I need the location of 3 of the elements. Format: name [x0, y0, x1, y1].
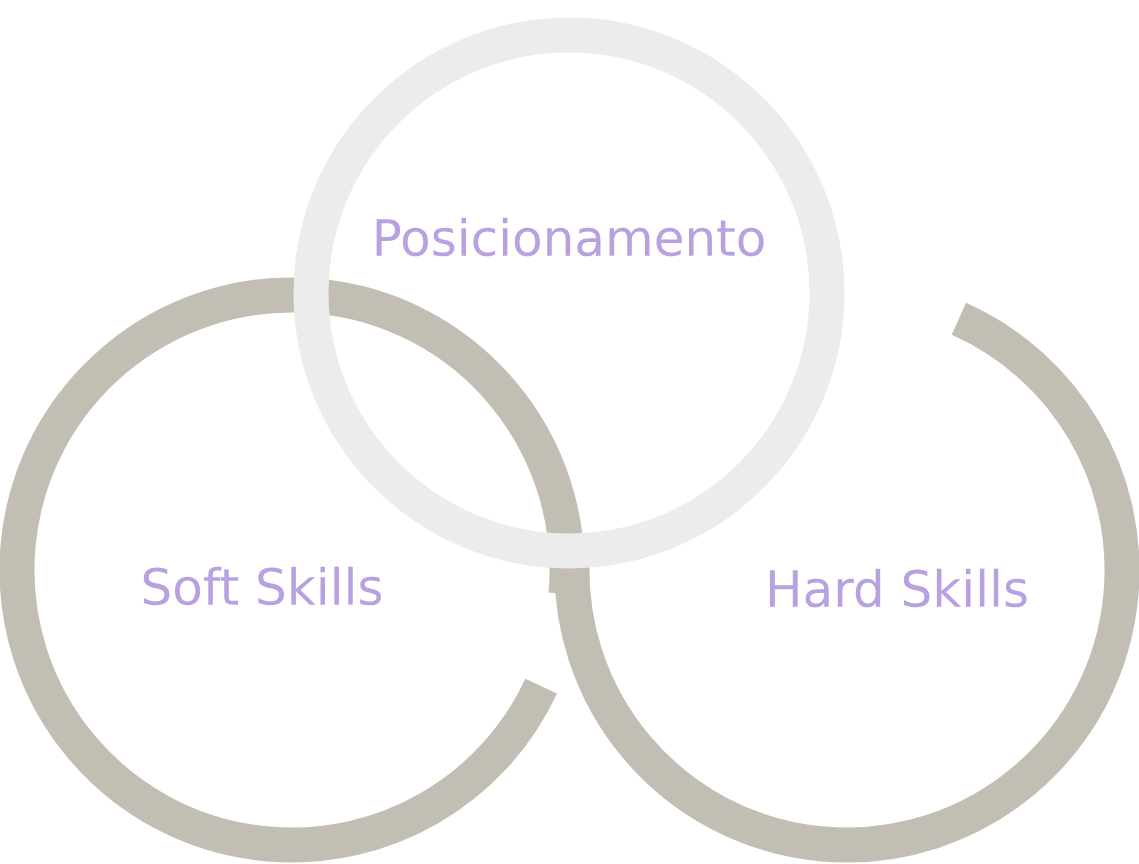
ring-label: Posicionamento — [376, 217, 764, 257]
ring-label: Hard Skills — [769, 568, 1027, 608]
ring-label: Soft Skills — [143, 566, 382, 606]
